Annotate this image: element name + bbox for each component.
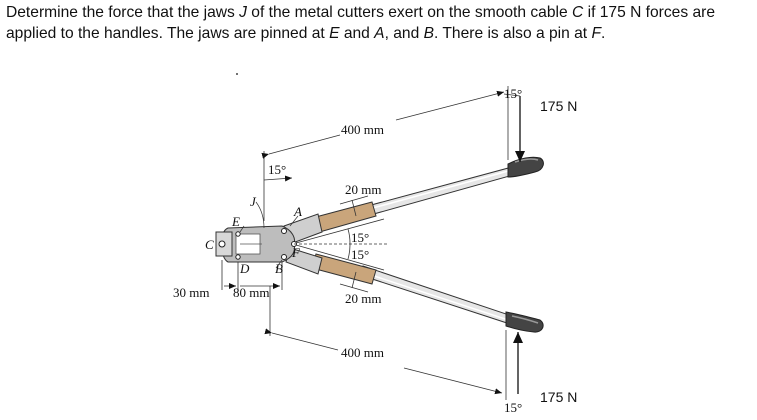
angle-lower-mid: 15° xyxy=(351,247,369,262)
force-bottom-label: 175 N xyxy=(540,389,577,405)
dim-400-bottom: 400 mm xyxy=(341,345,384,360)
problem-statement: Determine the force that the jaws J of t… xyxy=(6,2,752,44)
pin-b xyxy=(281,254,287,260)
problem-text-4: and xyxy=(339,25,375,42)
dim-400-top: 400 mm xyxy=(341,122,384,137)
var-c: C xyxy=(572,4,584,21)
angle-top-right: 15° xyxy=(504,86,522,101)
problem-text-1: Determine the force that the jaws xyxy=(6,4,240,21)
angle-upper-mid: 15° xyxy=(351,230,369,245)
dim-20-top: 20 mm xyxy=(345,182,381,197)
label-f: F xyxy=(291,245,301,260)
dim-20-bottom: 20 mm xyxy=(345,291,381,306)
upper-handle xyxy=(359,156,544,218)
var-b: B xyxy=(423,25,434,42)
dim-80: 80 mm xyxy=(233,285,269,300)
problem-text-7: . xyxy=(601,25,606,42)
label-c: C xyxy=(205,237,214,252)
label-e: E xyxy=(231,214,240,229)
pin-a xyxy=(281,228,287,234)
force-top-label: 175 N xyxy=(540,98,577,114)
angle-bottom-right: 15° xyxy=(504,400,522,415)
force-arrow-top xyxy=(503,93,525,162)
cable-c xyxy=(218,240,226,248)
var-a: A xyxy=(374,25,385,42)
pin-e xyxy=(235,231,241,237)
angle-left: 15° xyxy=(268,162,286,177)
label-a: A xyxy=(293,204,302,219)
lower-handle xyxy=(359,265,544,333)
var-f: F xyxy=(591,25,601,42)
problem-text-3: if 175 N forces are applied to the handl… xyxy=(6,4,716,42)
problem-text-5: , and xyxy=(384,25,424,42)
label-b: B xyxy=(275,261,283,276)
dim-30-left: 30 mm xyxy=(173,285,209,300)
problem-text-6: . There is also a pin at xyxy=(434,25,592,42)
var-e: E xyxy=(329,25,340,42)
problem-text-2: of the metal cutters exert on the smooth… xyxy=(246,4,572,21)
var-j: J xyxy=(239,4,247,21)
label-d: D xyxy=(239,261,250,276)
label-j: J xyxy=(250,194,257,209)
pin-d xyxy=(235,254,241,260)
